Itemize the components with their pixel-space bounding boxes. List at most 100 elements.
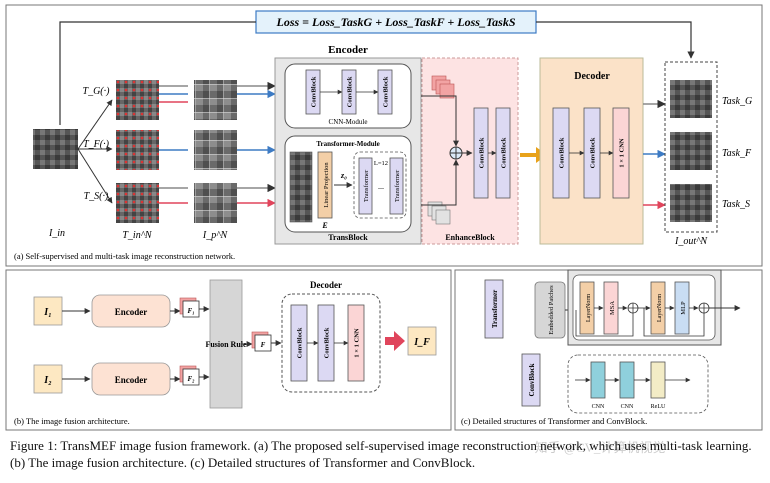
cnn-module-convblock-2-label: ConvBlock [347,76,354,107]
cnn-module-convblock-3-box [377,69,393,115]
conv-item-2-label: CNN [621,404,634,410]
relu-box [650,361,666,399]
linear-projection-box [317,151,333,219]
transblock-label: TransBlock [328,233,368,242]
cnn-module-convblock-3-label: ConvBlock [383,76,390,107]
task-f-label: Task_F [722,148,752,159]
encoder-b1-label: Encoder [115,307,148,317]
transformer-legend-label: Transformer [491,290,499,328]
output-image-s [670,184,712,222]
transformer-legend-box [484,279,504,339]
layernorm-2-label: LayerNorm [657,294,663,322]
task-s-label: Task_S [722,199,750,210]
ip-label: I_p^N [202,230,229,241]
transformed-image-f [116,130,159,170]
conv-item-2-box [619,361,635,399]
panel-a-frame [5,4,763,267]
transformer-dots: ... [378,182,384,191]
enhance-label: EnhanceBlock [445,233,495,242]
convblock-detail-box [567,354,709,414]
cnn-module-title: CNN-Module [329,118,368,126]
fusion-rule-box [209,279,243,409]
transform-g-label: T_G(·) [83,86,111,97]
loss-formula: Loss = Loss_TaskG + Loss_TaskF + Loss_Ta… [275,15,515,29]
input-i1-label: I₁ [43,307,51,318]
enhance-join-top [421,95,459,147]
residual-1 [575,310,634,337]
transformed-image-s [116,183,159,223]
f2-label: F₂ [187,375,195,383]
watermark: 知乎 @CV_计算机视觉 [535,440,666,455]
input-image [33,129,78,169]
output-image-g [670,80,712,118]
panel-a-caption: (a) Self-supervised and multi-task image… [14,251,235,261]
loss-line-left [59,21,256,125]
decoder-title: Decoder [574,71,610,82]
decoder-b-block-3-label: 1 × 1 CNN [354,328,361,357]
concat-icon-cross [450,147,462,159]
input-i2-label: I₂ [43,375,51,386]
enhance-join-bottom [421,159,459,206]
panel-b-frame [5,269,452,431]
conv-item-1-label: CNN [592,404,605,410]
transform-s-label: T_S(·) [84,191,109,202]
convblock-legend-label: ConvBlock [528,363,536,396]
convblock-legend-box [521,353,541,407]
decoder-block-1-label: ConvBlock [559,137,566,168]
out-label: I_out^N [674,236,708,247]
figure-caption: Figure 1: TransMEF image fusion framewor… [10,437,762,471]
cnn-module-convblock-1-label: ConvBlock [311,76,318,107]
input-i2-box [33,364,63,394]
mlp-label: MLP [680,301,687,315]
output-column-box [664,61,718,233]
patch-thumbnails [289,151,313,223]
f-label: F [261,341,266,349]
output-image-f [670,132,712,170]
decoder-b-title: Decoder [310,280,342,290]
decoder-b-block-2-label: ConvBlock [324,327,331,358]
linear-projection-label: Linear Projection [323,162,330,208]
e-label: E [321,221,327,230]
transformer-block-1-label: Transformer [363,169,370,202]
branch-arrow-s [77,148,113,204]
enhance-convblock-2-box [495,107,511,199]
enhance-convblock-1-label: ConvBlock [479,137,486,168]
output-if-label: I_F [413,337,430,348]
encoder-title: Encoder [328,44,368,56]
red-output-arrow [385,331,405,351]
decoder-b-block-1-label: ConvBlock [297,327,304,358]
decoder-b-block-3-box [347,304,365,382]
branch-arrow-g [77,99,113,150]
msa-label: MSA [609,301,616,315]
output-if-box [407,326,437,356]
transformer-block-2-label: Transformer [394,169,401,202]
l-count-label: L=12 [374,160,388,167]
f1-label: F₁ [187,307,194,315]
fusion-rule-label: Fusion Rule [205,340,247,349]
add-icon-1-cross [628,303,638,313]
residual-2 [643,308,705,337]
layernorm-1-label: LayerNorm [586,294,592,322]
loss-arrow-right [536,21,695,59]
z0-label: z₀ [340,171,347,180]
patch-image-g [194,80,237,120]
input-label: I_in [48,228,65,239]
transformed-image-g [116,80,159,120]
transformer-module-title: Transformer-Module [316,140,379,148]
patch-image-s [194,183,237,223]
figure-caption-text: Figure 1: TransMEF image fusion framewor… [10,438,752,470]
panel-b-caption: (b) The image fusion architecture. [14,416,130,426]
transform-f-label: T_F(·) [83,139,110,150]
enhance-convblock-2-label: ConvBlock [501,137,508,168]
input-i1-box [33,296,63,326]
transformer-block-1 [358,157,373,215]
enhance-stack-top-3 [439,83,455,99]
decoder-block-2-label: ConvBlock [590,137,597,168]
tn-label: T_in^N [122,230,153,241]
transformer-block-2 [389,157,404,215]
embedded-patches-label: Embedded Patches [548,285,555,335]
add-icon-2-cross [699,303,709,313]
patch-image-f [194,130,237,170]
decoder-block-3-label: 1 × 1 CNN [619,138,626,167]
conv-item-1-box [590,361,606,399]
